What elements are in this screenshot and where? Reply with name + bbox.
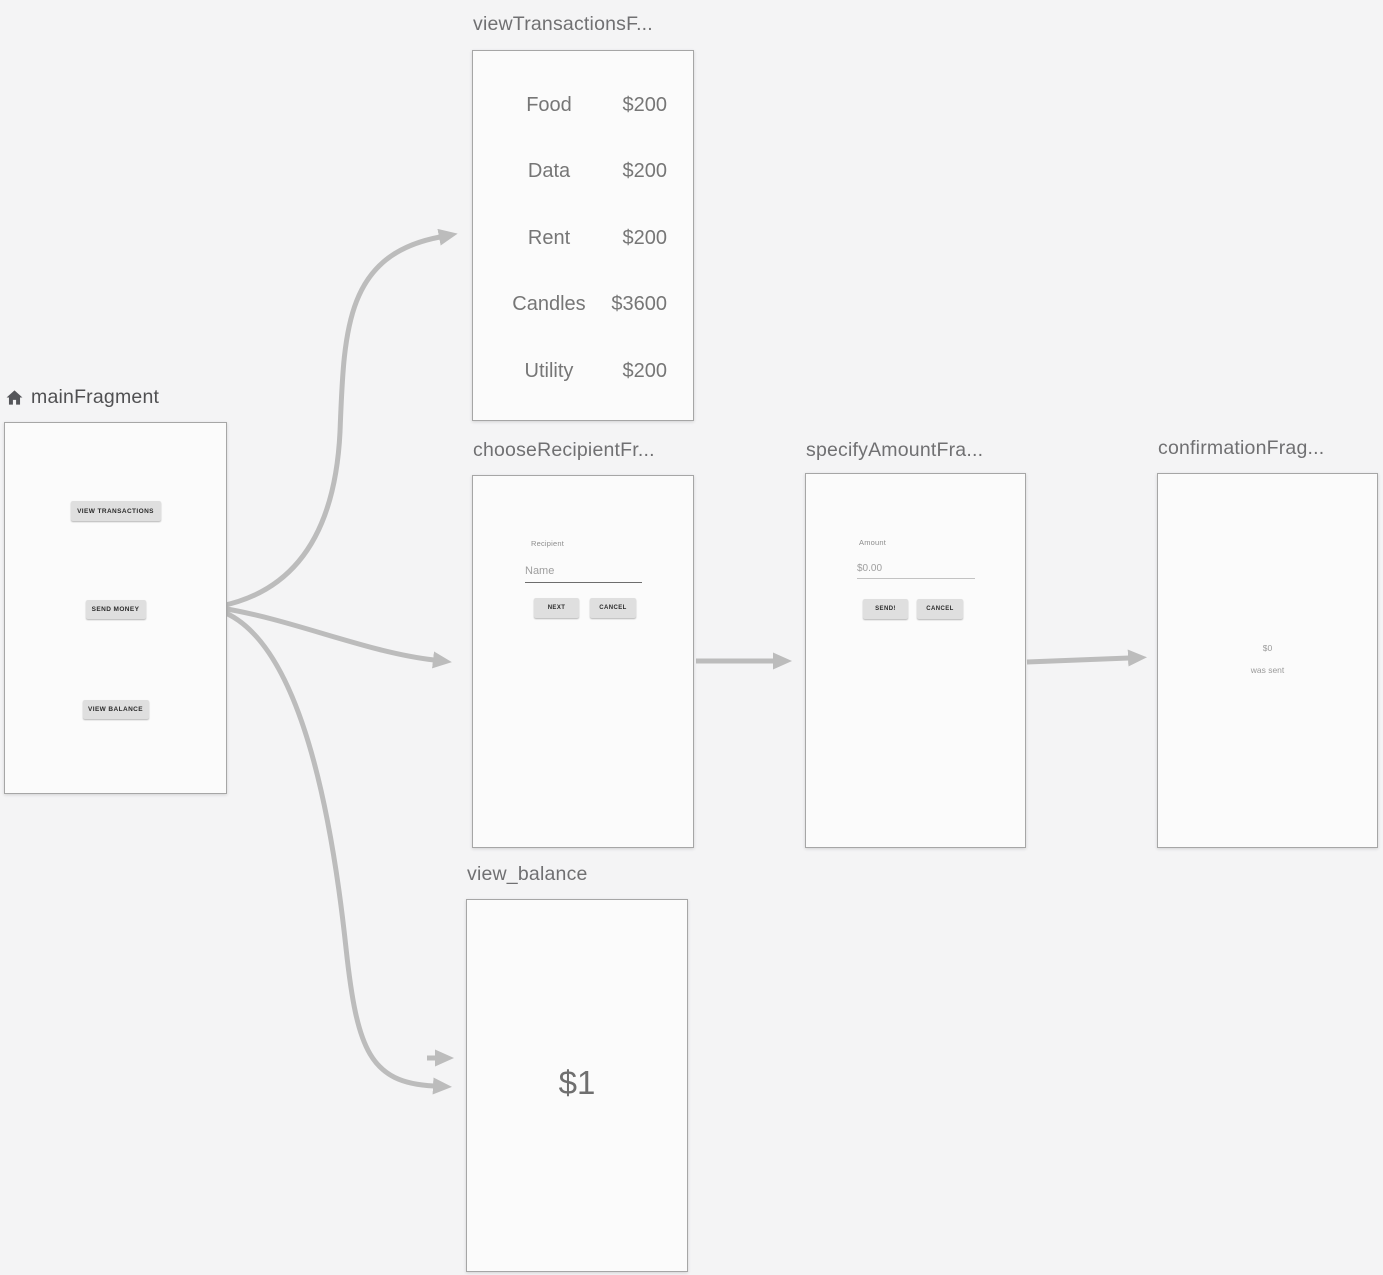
send-money-button: SEND MONEY [85, 600, 146, 619]
fragment-title-view-transactions: viewTransactionsF... [473, 13, 653, 36]
transaction-amount: $200 [622, 93, 668, 116]
amount-input-underline [857, 578, 975, 579]
transaction-label: Data [527, 159, 571, 182]
home-icon [6, 390, 23, 405]
transaction-row: Utility $200 [473, 358, 693, 384]
action-arrow-main-to-choose-recipient[interactable] [220, 605, 452, 669]
transaction-amount: $200 [622, 226, 668, 249]
transaction-label: Food [526, 93, 572, 116]
transaction-amount: $200 [622, 359, 668, 382]
recipient-field-label: Recipient [531, 539, 565, 548]
cancel-button: CANCEL [917, 599, 963, 619]
action-arrow-specify-amount-to-confirmation[interactable] [1026, 649, 1147, 667]
fragment-card-main[interactable]: VIEW TRANSACTIONS SEND MONEY VIEW BALANC… [4, 422, 227, 794]
confirmation-message-text: was sent [1250, 665, 1285, 675]
fragment-title-confirmation-label: confirmationFrag... [1158, 437, 1325, 459]
fragment-title-view-balance: view_balance [467, 863, 588, 886]
fragment-title-specify-amount-label: specifyAmountFra... [806, 439, 984, 461]
cancel-button: CANCEL [590, 598, 636, 618]
fragment-card-specify-amount[interactable]: Amount $0.00 SEND! CANCEL [805, 473, 1026, 848]
next-button: NEXT [534, 598, 579, 618]
recipient-input-underline [525, 582, 642, 583]
transaction-amount: $3600 [611, 292, 667, 315]
recipient-name-input: Name [525, 565, 555, 577]
fragment-title-main-label: mainFragment [31, 386, 160, 408]
transaction-row: Data $200 [473, 158, 693, 184]
action-arrow-main-to-view-transactions[interactable] [220, 228, 458, 609]
fragment-title-specify-amount: specifyAmountFra... [806, 439, 983, 462]
transaction-label: Rent [527, 226, 571, 249]
transaction-row: Candles $3600 [473, 291, 693, 317]
action-arrow-main-to-view-balance[interactable] [220, 608, 452, 1095]
send-button: SEND! [863, 599, 908, 619]
transaction-label: Utility [524, 359, 574, 382]
fragment-title-choose-recipient: chooseRecipientFr... [473, 439, 655, 462]
confirmation-amount-text: $0 [1262, 643, 1273, 653]
amount-field-label: Amount [859, 538, 887, 547]
view-transactions-button: VIEW TRANSACTIONS [70, 501, 161, 521]
balance-amount-text: $1 [558, 1064, 596, 1101]
transaction-row: Food $200 [473, 92, 693, 118]
fragment-card-confirmation[interactable]: $0 was sent [1157, 473, 1378, 848]
fragment-title-view-transactions-label: viewTransactionsF... [473, 13, 653, 35]
transaction-label: Candles [512, 292, 586, 315]
transaction-amount: $200 [622, 159, 668, 182]
fragment-title-main: mainFragment [5, 386, 159, 409]
fragment-title-view-balance-label: view_balance [467, 863, 588, 885]
fragment-card-view-balance[interactable]: $1 [466, 899, 688, 1272]
fragment-title-choose-recipient-label: chooseRecipientFr... [473, 439, 655, 461]
amount-input: $0.00 [857, 563, 883, 574]
view-balance-button: VIEW BALANCE [82, 700, 149, 719]
fragment-card-choose-recipient[interactable]: Recipient Name NEXT CANCEL [472, 475, 694, 848]
transaction-row: Rent $200 [473, 225, 693, 251]
fragment-title-confirmation: confirmationFrag... [1158, 437, 1324, 460]
fragment-card-view-transactions[interactable]: Food $200 Data $200 Rent $200 Candles $3… [472, 50, 694, 421]
